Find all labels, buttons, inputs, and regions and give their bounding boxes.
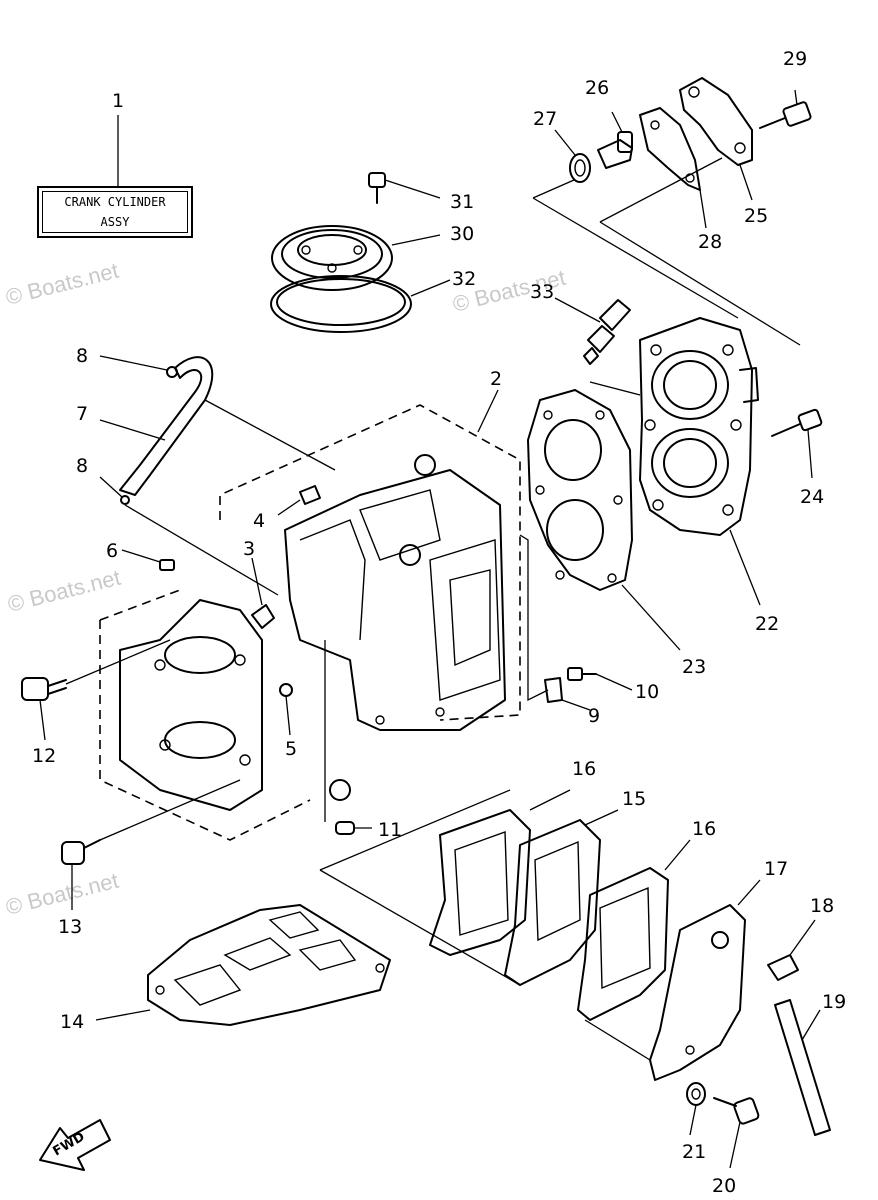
cover-plate-part-30 [271,225,441,291]
callout-28: 28 [698,231,722,253]
callout-24: 24 [800,486,824,508]
gasket-part-16-b [577,839,691,1021]
fitting-part-3 [251,557,275,629]
callout-11: 11 [378,819,402,841]
fitting-part-4 [277,485,321,516]
washer-part-21 [686,1082,706,1136]
clip-part-6 [121,549,175,571]
callout-30: 30 [450,223,474,245]
callout-9: 9 [588,705,600,727]
outer-cover-part-17 [649,879,761,1081]
assembly-label-line2: ASSY [100,215,130,229]
clip-part-9 [544,677,591,711]
callout-4: 4 [253,510,265,532]
gasket-part-28 [639,107,707,229]
gasket-part-32 [270,275,451,333]
screw-part-31 [368,172,441,204]
assembly-label-box: CRANK CYLINDER ASSY [37,186,193,238]
assembly-label-line1: CRANK CYLINDER [64,195,166,209]
bolt-part-12 [21,639,171,741]
bolt-part-13 [61,779,241,910]
callout-26: 26 [585,77,609,99]
callout-17: 17 [764,858,788,880]
callout-12: 12 [32,745,56,767]
ring-part-27 [554,129,591,183]
callout-13: 13 [58,916,82,938]
hose-part-7 [99,356,214,496]
gasket-part-16-a [429,789,571,956]
watermark: © Boats.net [3,868,121,920]
callout-1: 1 [112,90,124,112]
callout-22: 22 [755,613,779,635]
callout-25: 25 [744,205,768,227]
callout-29: 29 [783,48,807,70]
dowel-part-5 [279,683,293,736]
watermark: © Boats.net [5,565,123,617]
cylinder-head-part-22 [639,317,761,606]
callout-8: 8 [76,345,88,367]
callout-19: 19 [822,991,846,1013]
callout-3: 3 [243,538,255,560]
hose-part-19 [774,999,831,1136]
callout-5: 5 [285,738,297,760]
callout-18: 18 [810,895,834,917]
bolt-part-29 [759,89,812,129]
callout-23: 23 [682,656,706,678]
thermostat-cover-part-25 [599,77,801,346]
callout-27: 27 [533,108,557,130]
callout-14: 14 [60,1011,84,1033]
callout-20: 20 [712,1175,736,1197]
clamp-part-8 [99,355,178,505]
callout-31: 31 [450,191,474,213]
callout-33: 33 [530,281,554,303]
crankcase [119,599,351,811]
callout-15: 15 [622,788,646,810]
callout-2: 2 [490,368,502,390]
callout-6: 6 [106,540,118,562]
callout-32: 32 [452,268,476,290]
callout-21: 21 [682,1141,706,1163]
fitting-part-18 [767,919,816,981]
gasket-part-14 [95,904,391,1026]
watermark: © Boats.net [3,258,121,310]
callout-8: 8 [76,455,88,477]
bolt-part-24 [771,408,823,479]
callout-7: 7 [76,403,88,425]
exhaust-cover-part-15 [504,809,619,986]
head-gasket-part-23 [527,389,681,651]
callout-10: 10 [635,681,659,703]
spark-plug-part-33 [554,297,641,396]
bolt-part-20 [713,1097,760,1169]
thermostat-part-26 [597,111,633,169]
callout-16: 16 [572,758,596,780]
forward-direction-icon: FWD [39,1119,111,1171]
callout-16: 16 [692,818,716,840]
screw-part-10 [567,667,633,691]
cylinder-block [284,454,506,731]
dowel-part-11 [335,821,372,835]
